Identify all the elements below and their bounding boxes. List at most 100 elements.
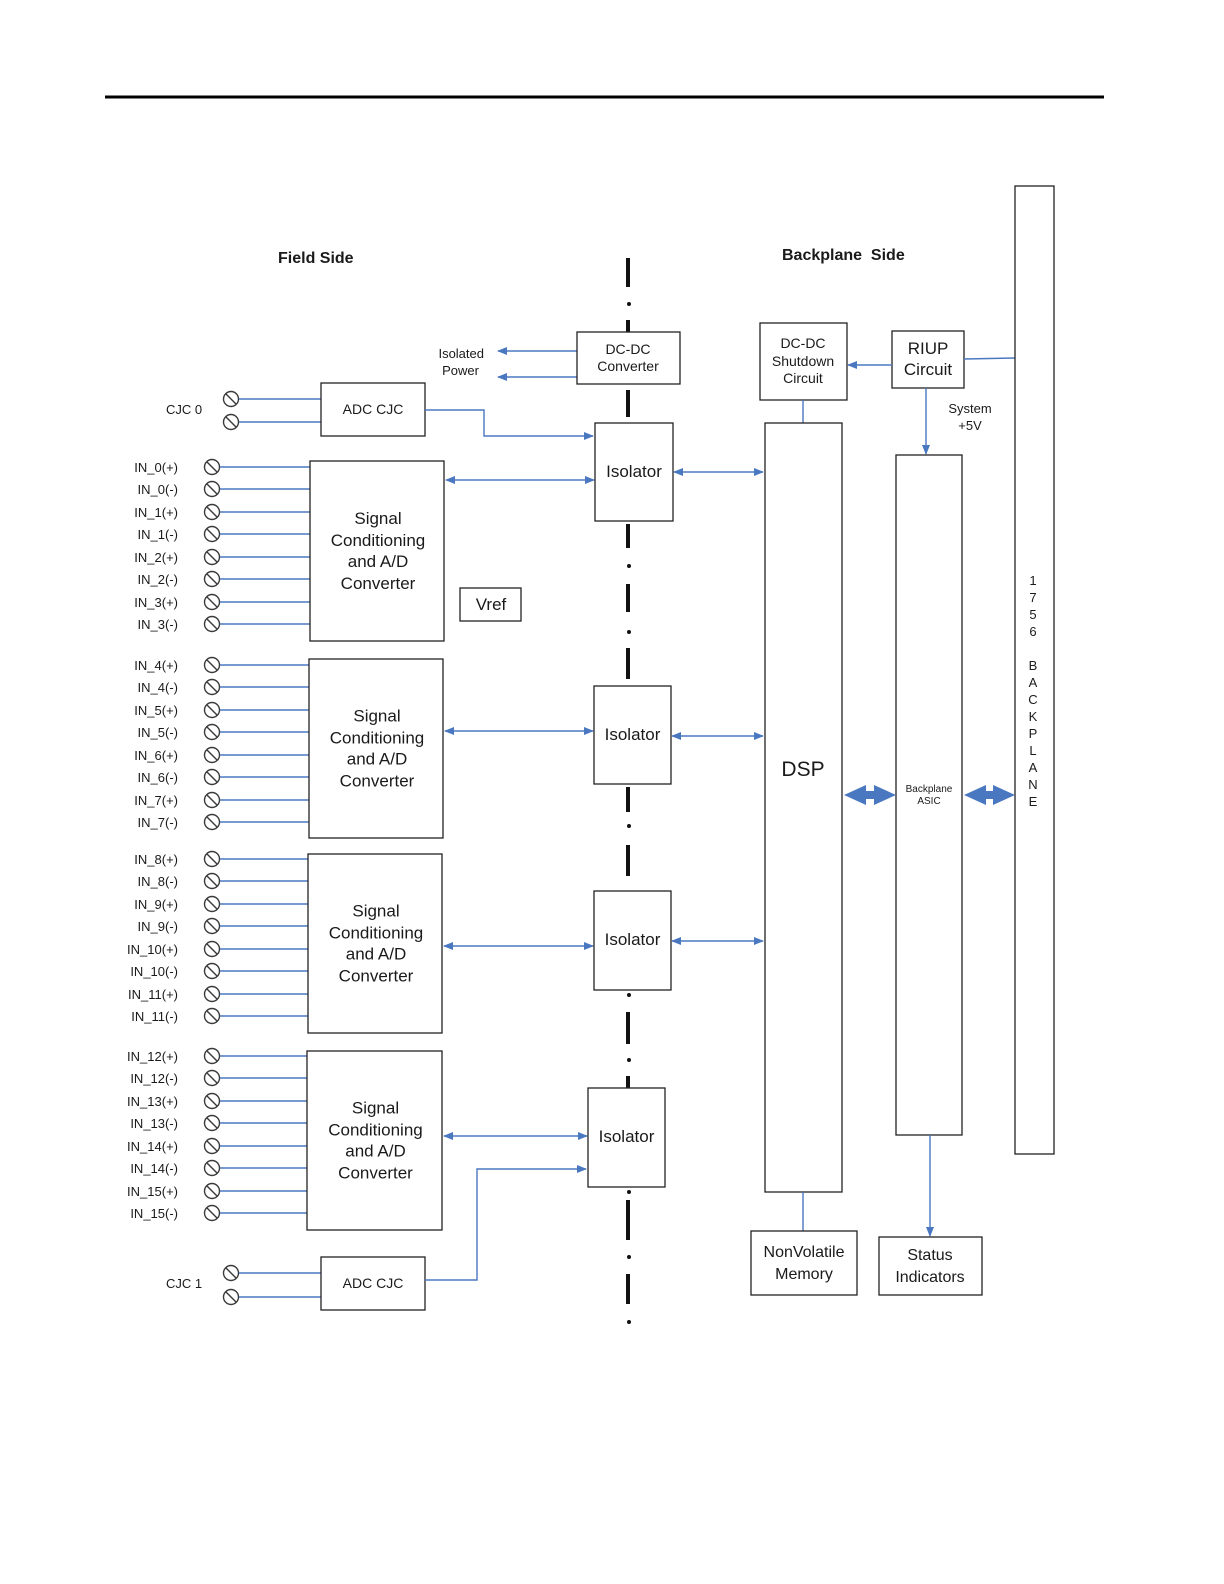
terminal-screw-icon (203, 656, 221, 674)
svg-text:Isolated: Isolated (438, 346, 484, 361)
adc-cjc1-box (320, 1256, 426, 1311)
terminal-screw-icon (203, 503, 221, 521)
isolator-box (594, 422, 674, 522)
signal-conditioning-label: Signal (353, 707, 400, 726)
channel-label: IN_3(-) (138, 617, 178, 632)
svg-text:Backplane: Backplane (906, 784, 953, 795)
svg-text:Converter: Converter (597, 358, 659, 374)
svg-text:6: 6 (1029, 624, 1036, 639)
channel-label: IN_6(+) (134, 748, 178, 763)
channel-label: IN_2(+) (134, 550, 178, 565)
channel-label: IN_10(+) (127, 942, 178, 957)
terminal-screw-icon (222, 413, 240, 431)
channel-label: IN_11(+) (128, 987, 178, 1002)
svg-text:Indicators: Indicators (895, 1269, 964, 1286)
channel-label: IN_15(-) (130, 1206, 178, 1221)
terminal-screw-icon (203, 593, 221, 611)
terminal-screw-icon (203, 525, 221, 543)
channel-label: IN_6(-) (138, 770, 178, 785)
vref-box (459, 587, 522, 622)
terminal-screw-icon (203, 940, 221, 958)
signal-conditioning-label: and A/D (346, 945, 407, 964)
signal-conditioning-label: Signal (354, 509, 401, 528)
isolator-box (593, 685, 672, 785)
svg-text:A: A (1029, 760, 1038, 775)
channel-label: IN_15(+) (127, 1184, 178, 1199)
channel-group-0: IN_0(+) IN_0(-) IN_1(+) IN_1(-) IN_2(+) IN_2(… (134, 422, 764, 642)
isolator-box (593, 890, 672, 991)
signal-conditioning-label: Conditioning (330, 729, 425, 748)
terminal-screw-icon (203, 723, 221, 741)
terminal-screw-icon (203, 1007, 221, 1025)
terminal-screw-icon (203, 813, 221, 831)
channel-group-2: IN_8(+)IN_8(-)IN_9(+)IN_9(-)IN_10(+)IN_1… (127, 850, 764, 1034)
channel-label: IN_4(+) (134, 658, 178, 673)
backplane-asic-box (895, 454, 963, 1136)
terminal-screw-icon (203, 615, 221, 633)
channel-label: IN_13(+) (127, 1094, 178, 1109)
channel-label: IN_2(-) (138, 572, 178, 587)
backplane-asic-label: Backplane ASIC (906, 784, 953, 807)
terminal-screw-icon (222, 1288, 240, 1306)
channel-label: IN_0(-) (138, 482, 178, 497)
status-indicators-label: Status Indicators (895, 1247, 964, 1286)
terminal-screw-icon (203, 678, 221, 696)
terminal-screw-icon (203, 791, 221, 809)
signal-conditioning-label: Converter (338, 1164, 413, 1183)
svg-text:NonVolatile: NonVolatile (764, 1244, 845, 1261)
channel-label: IN_7(-) (138, 815, 178, 830)
channel-label: IN_0(+) (134, 460, 178, 475)
channel-label: IN_1(-) (138, 527, 178, 542)
terminal-screw-icon (203, 548, 221, 566)
signal-conditioning-label: Conditioning (329, 924, 424, 943)
isolation-barrier (626, 258, 631, 1324)
svg-text:Circuit: Circuit (783, 370, 823, 386)
terminal-screw-icon (222, 1264, 240, 1282)
system-5v-label: System +5V (948, 401, 991, 433)
channel-label: IN_13(-) (130, 1116, 178, 1131)
svg-text:A: A (1029, 675, 1038, 690)
terminal-screw-icon (203, 570, 221, 588)
channel-label: IN_5(-) (138, 725, 178, 740)
signal-conditioning-label: Signal (352, 902, 399, 921)
vref-label: Vref (476, 595, 507, 614)
status-indicators-box (878, 1236, 983, 1296)
dsp-box (764, 422, 843, 1193)
cjc1-label: CJC 1 (166, 1276, 202, 1291)
isolator-label: Isolator (605, 930, 661, 949)
svg-text:Memory: Memory (775, 1266, 833, 1283)
backplane-bus-box (1014, 185, 1055, 1155)
backplane-side-heading: Backplane Side (782, 247, 905, 264)
terminal-screw-icon (222, 390, 240, 408)
dsp-label: DSP (781, 758, 824, 781)
terminal-screw-icon (203, 1159, 221, 1177)
terminal-screw-icon (203, 962, 221, 980)
channel-label: IN_12(+) (127, 1049, 178, 1064)
channel-label: IN_11(-) (131, 1009, 178, 1024)
svg-text:P: P (1029, 726, 1038, 741)
terminal-screw-icon (203, 850, 221, 868)
nonvolatile-memory-box (750, 1230, 858, 1296)
terminal-screw-icon (203, 1114, 221, 1132)
channel-label: IN_1(+) (134, 505, 178, 520)
adc-cjc0-box (320, 382, 426, 437)
nonvolatile-memory-label: NonVolatile Memory (764, 1244, 845, 1283)
field-side-heading: Field Side (278, 250, 354, 267)
input-channel-groups: IN_0(+) IN_0(-) IN_1(+) IN_1(-) IN_2(+) IN_2(… (127, 422, 764, 1231)
channel-label: IN_7(+) (134, 793, 178, 808)
isolated-power-label: Isolated Power (438, 346, 484, 378)
signal-conditioning-label: and A/D (345, 1142, 406, 1161)
terminal-screw-icon (203, 701, 221, 719)
asic-backplane-double-arrow (964, 785, 1015, 805)
dcdc-converter-label: DC-DC Converter (597, 341, 659, 374)
terminal-screw-icon (203, 458, 221, 476)
terminal-screw-icon (203, 768, 221, 786)
isolator-box (587, 1087, 666, 1188)
svg-text:1: 1 (1029, 573, 1036, 588)
terminal-screw-icon (203, 1069, 221, 1087)
svg-text:Power: Power (442, 363, 480, 378)
cjc0-label: CJC 0 (166, 402, 202, 417)
svg-text:K: K (1029, 709, 1038, 724)
channel-group-3: IN_12(+)IN_12(-)IN_13(+)IN_13(-)IN_14(+)… (127, 1047, 666, 1231)
